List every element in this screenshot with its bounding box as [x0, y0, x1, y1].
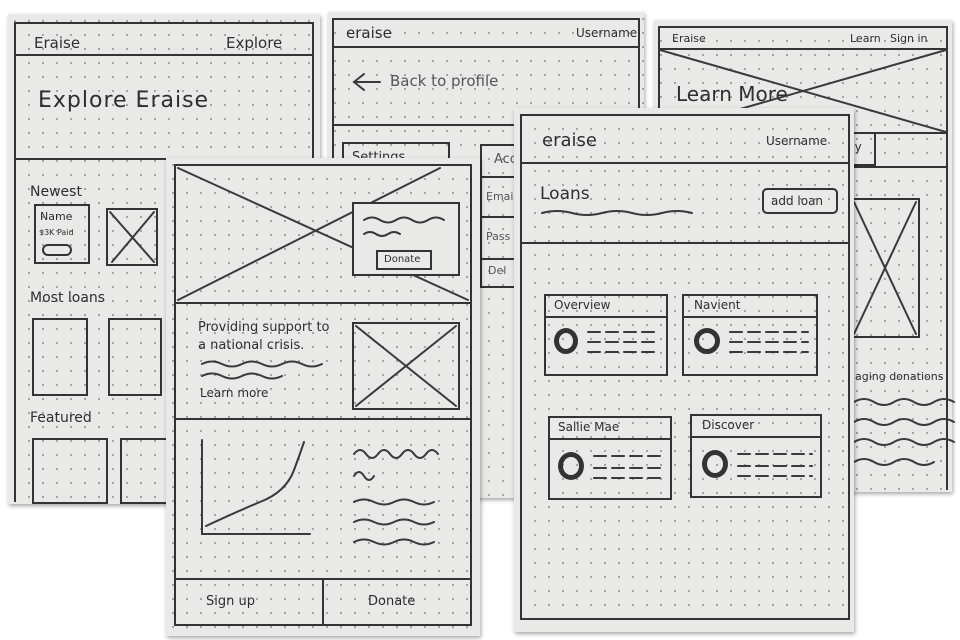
explore-heading: Explore Eraise [38, 88, 210, 113]
newest-loan-card[interactable]: Name $3K Paid [34, 204, 90, 264]
landing-tab-divider [844, 166, 948, 168]
password-field-label[interactable]: Pass [486, 230, 511, 243]
email-field-label[interactable]: Emai [486, 190, 514, 203]
add-loan-button[interactable]: add loan [762, 188, 838, 214]
loan-card-sallie-mae[interactable]: Sallie Mae [548, 416, 672, 500]
loan-card-navient[interactable]: Navient [682, 294, 818, 376]
landing-header-divider [658, 48, 948, 50]
card-amount-label: $3K Paid [39, 228, 74, 237]
section-newest-label: Newest [30, 184, 82, 200]
growth-chart-sketch [201, 439, 311, 535]
settings-username[interactable]: Username [576, 26, 638, 40]
featured-card-1[interactable] [32, 438, 108, 504]
loans-username[interactable]: Username [766, 134, 828, 148]
back-to-profile-link[interactable]: Back to profile [390, 72, 499, 90]
most-loans-card-1[interactable] [32, 318, 88, 396]
home-hero-divider [174, 302, 472, 304]
image-placeholder [106, 208, 158, 266]
loan-progress-ring-icon [554, 328, 578, 354]
loans-title: Loans [540, 184, 590, 204]
account-divider-2 [482, 216, 542, 218]
home-sketch-sheet: Donate Providing support to a national c… [166, 158, 480, 636]
loans-frame [520, 114, 850, 620]
loan-progress-ring-icon [702, 450, 728, 478]
landing-section-label: naging donations [848, 370, 944, 383]
loan-card-header-divider [684, 316, 816, 318]
add-loan-button-label: add loan [771, 194, 824, 208]
tagline-image-placeholder [352, 322, 460, 410]
home-hero-image-cross [177, 167, 469, 301]
card-pill-button[interactable] [42, 244, 72, 256]
explore-brand: Eraise [34, 34, 81, 52]
chart-text-lines [353, 449, 439, 546]
loans-header-divider [520, 162, 850, 164]
loan-card-text-lines [587, 331, 659, 353]
hero-donate-card: Donate [352, 202, 460, 276]
loan-card-text-lines [737, 453, 813, 477]
loans-sketch-sheet: eraise Username Loans add loan Overview … [514, 108, 854, 632]
loan-card-overview[interactable]: Overview [544, 294, 668, 376]
settings-header-divider [332, 46, 640, 48]
loan-card-discover[interactable]: Discover [690, 414, 822, 498]
hero-donate-button[interactable]: Donate [376, 250, 432, 270]
footer-sign-up-button[interactable]: Sign up [206, 594, 255, 609]
section-featured-label: Featured [30, 410, 92, 426]
account-divider-3 [482, 258, 542, 260]
tagline-text-lines [201, 360, 323, 380]
section-most-loans-label: Most loans [30, 290, 106, 306]
loan-card-header-divider [550, 438, 670, 440]
tagline-image-cross [355, 325, 457, 407]
tagline-line-2: a national crisis. [198, 338, 305, 353]
hero-donate-button-label: Donate [384, 254, 421, 265]
loan-card-text-lines [593, 455, 663, 479]
loans-title-underline [541, 210, 693, 216]
loan-progress-ring-icon [694, 328, 720, 354]
loan-card-title: Overview [554, 298, 611, 312]
most-loans-card-2[interactable] [108, 318, 162, 396]
account-tab-label[interactable]: Acc [494, 152, 517, 167]
loan-card-header-divider [692, 436, 820, 438]
landing-text-lines [853, 398, 955, 466]
hero-card-text-lines [363, 216, 445, 237]
settings-nav-divider [332, 124, 640, 126]
loan-card-text-lines [729, 331, 809, 353]
card-name-label: Name [40, 210, 73, 223]
loan-card-title: Sallie Mae [558, 420, 620, 434]
delete-account-label[interactable]: Del [488, 264, 507, 277]
landing-nav-sign-in[interactable]: Sign in [890, 32, 928, 45]
tagline-line-1: Providing support to [198, 320, 330, 335]
image-placeholder-cross [109, 211, 155, 263]
account-divider-1 [482, 176, 542, 178]
back-arrow-icon[interactable] [352, 72, 382, 92]
footer-donate-button[interactable]: Donate [368, 594, 416, 609]
loan-card-title: Navient [694, 298, 741, 312]
home-footer-split [322, 578, 324, 626]
loan-card-header-divider [546, 316, 666, 318]
landing-hero-title: Learn More [676, 82, 788, 106]
loan-card-title: Discover [702, 418, 755, 432]
settings-brand: eraise [346, 24, 392, 42]
explore-header-divider [14, 54, 314, 56]
learn-more-link[interactable]: Learn more [200, 386, 269, 400]
landing-brand: Eraise [672, 32, 706, 45]
landing-image-cross [853, 201, 917, 335]
explore-hero-divider [14, 158, 314, 160]
landing-nav-learn[interactable]: Learn [850, 32, 881, 45]
explore-nav-link[interactable]: Explore [226, 34, 283, 52]
loan-progress-ring-icon [558, 452, 584, 480]
loans-brand: eraise [542, 130, 597, 151]
featured-card-2[interactable] [120, 438, 170, 504]
loans-title-divider [520, 242, 850, 244]
home-tagline-divider [174, 418, 472, 420]
